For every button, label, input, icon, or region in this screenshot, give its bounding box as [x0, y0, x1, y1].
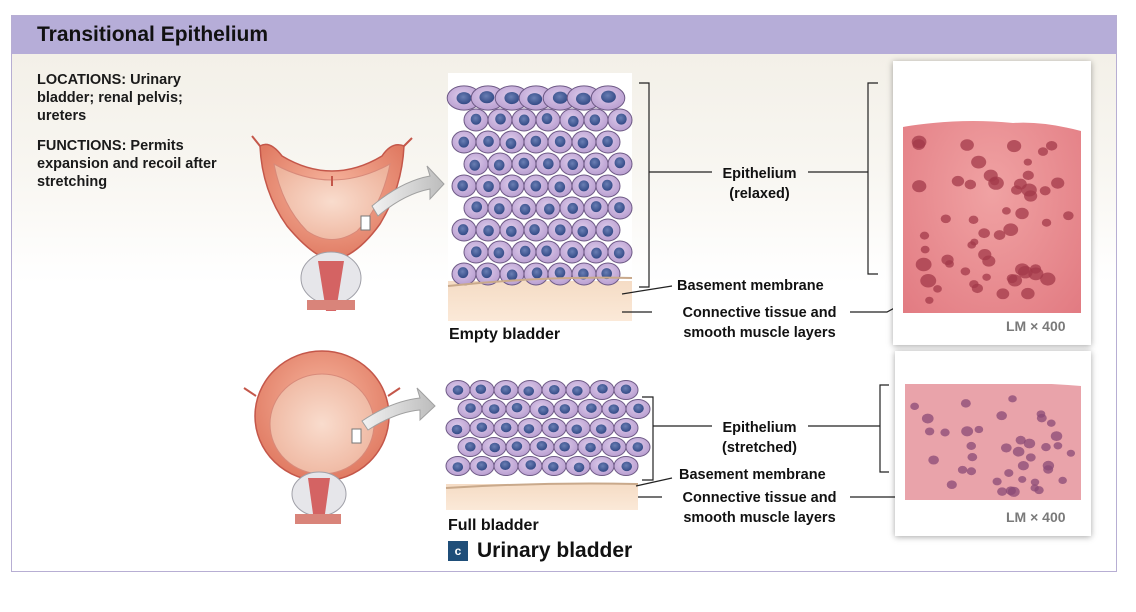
relaxed-epithelium-illustration	[446, 73, 633, 321]
figure-frame: Transitional Epithelium LOCATIONS: Urina…	[11, 15, 1117, 572]
bottom-epithelium-line2: (stretched)	[722, 440, 797, 456]
top-magnification: LM × 400	[1006, 318, 1066, 334]
bottom-magnification: LM × 400	[1006, 509, 1066, 525]
locations-text: LOCATIONS: Urinary bladder; renal pelvis…	[37, 72, 183, 124]
bottom-basement-label: Basement membrane	[679, 467, 826, 483]
title-bar: Transitional Epithelium	[12, 16, 1116, 54]
top-connective-line2: smooth muscle layers	[683, 325, 836, 341]
full-bladder-caption: Full bladder	[448, 517, 539, 534]
bottom-connective-line1: Connective tissue and	[682, 490, 837, 506]
stretched-micrograph-card	[895, 351, 1091, 536]
bottom-epithelium-line1: Epithelium	[722, 420, 797, 436]
bottom-epithelium-label: Epithelium (stretched)	[702, 418, 817, 458]
top-basement-label: Basement membrane	[677, 278, 824, 294]
figure-title: Transitional Epithelium	[37, 23, 269, 46]
stretched-micrograph	[905, 361, 1081, 500]
illustration-canvas	[243, 73, 932, 524]
empty-bladder-illustration	[251, 135, 445, 311]
full-bladder-illustration	[243, 350, 436, 524]
relaxed-micrograph-card	[893, 61, 1091, 345]
stretched-epithelium-illustration	[445, 378, 651, 510]
bottom-connective-line2: smooth muscle layers	[683, 510, 836, 526]
top-connective-line1: Connective tissue and	[682, 305, 837, 321]
bottom-label-leaders	[635, 384, 932, 498]
panel-letter-badge: c	[448, 541, 468, 561]
top-epithelium-label: Epithelium (relaxed)	[702, 164, 817, 204]
empty-bladder-caption: Empty bladder	[449, 326, 561, 343]
panel-title: Urinary bladder	[477, 539, 633, 562]
top-connective-label: Connective tissue and smooth muscle laye…	[667, 303, 852, 343]
relaxed-micrograph	[903, 71, 1081, 313]
functions-text: FUNCTIONS: Permits expansion and recoil …	[37, 138, 217, 190]
top-epithelium-line2: (relaxed)	[729, 186, 790, 202]
bottom-connective-label: Connective tissue and smooth muscle laye…	[667, 488, 852, 528]
top-epithelium-line1: Epithelium	[722, 166, 797, 182]
